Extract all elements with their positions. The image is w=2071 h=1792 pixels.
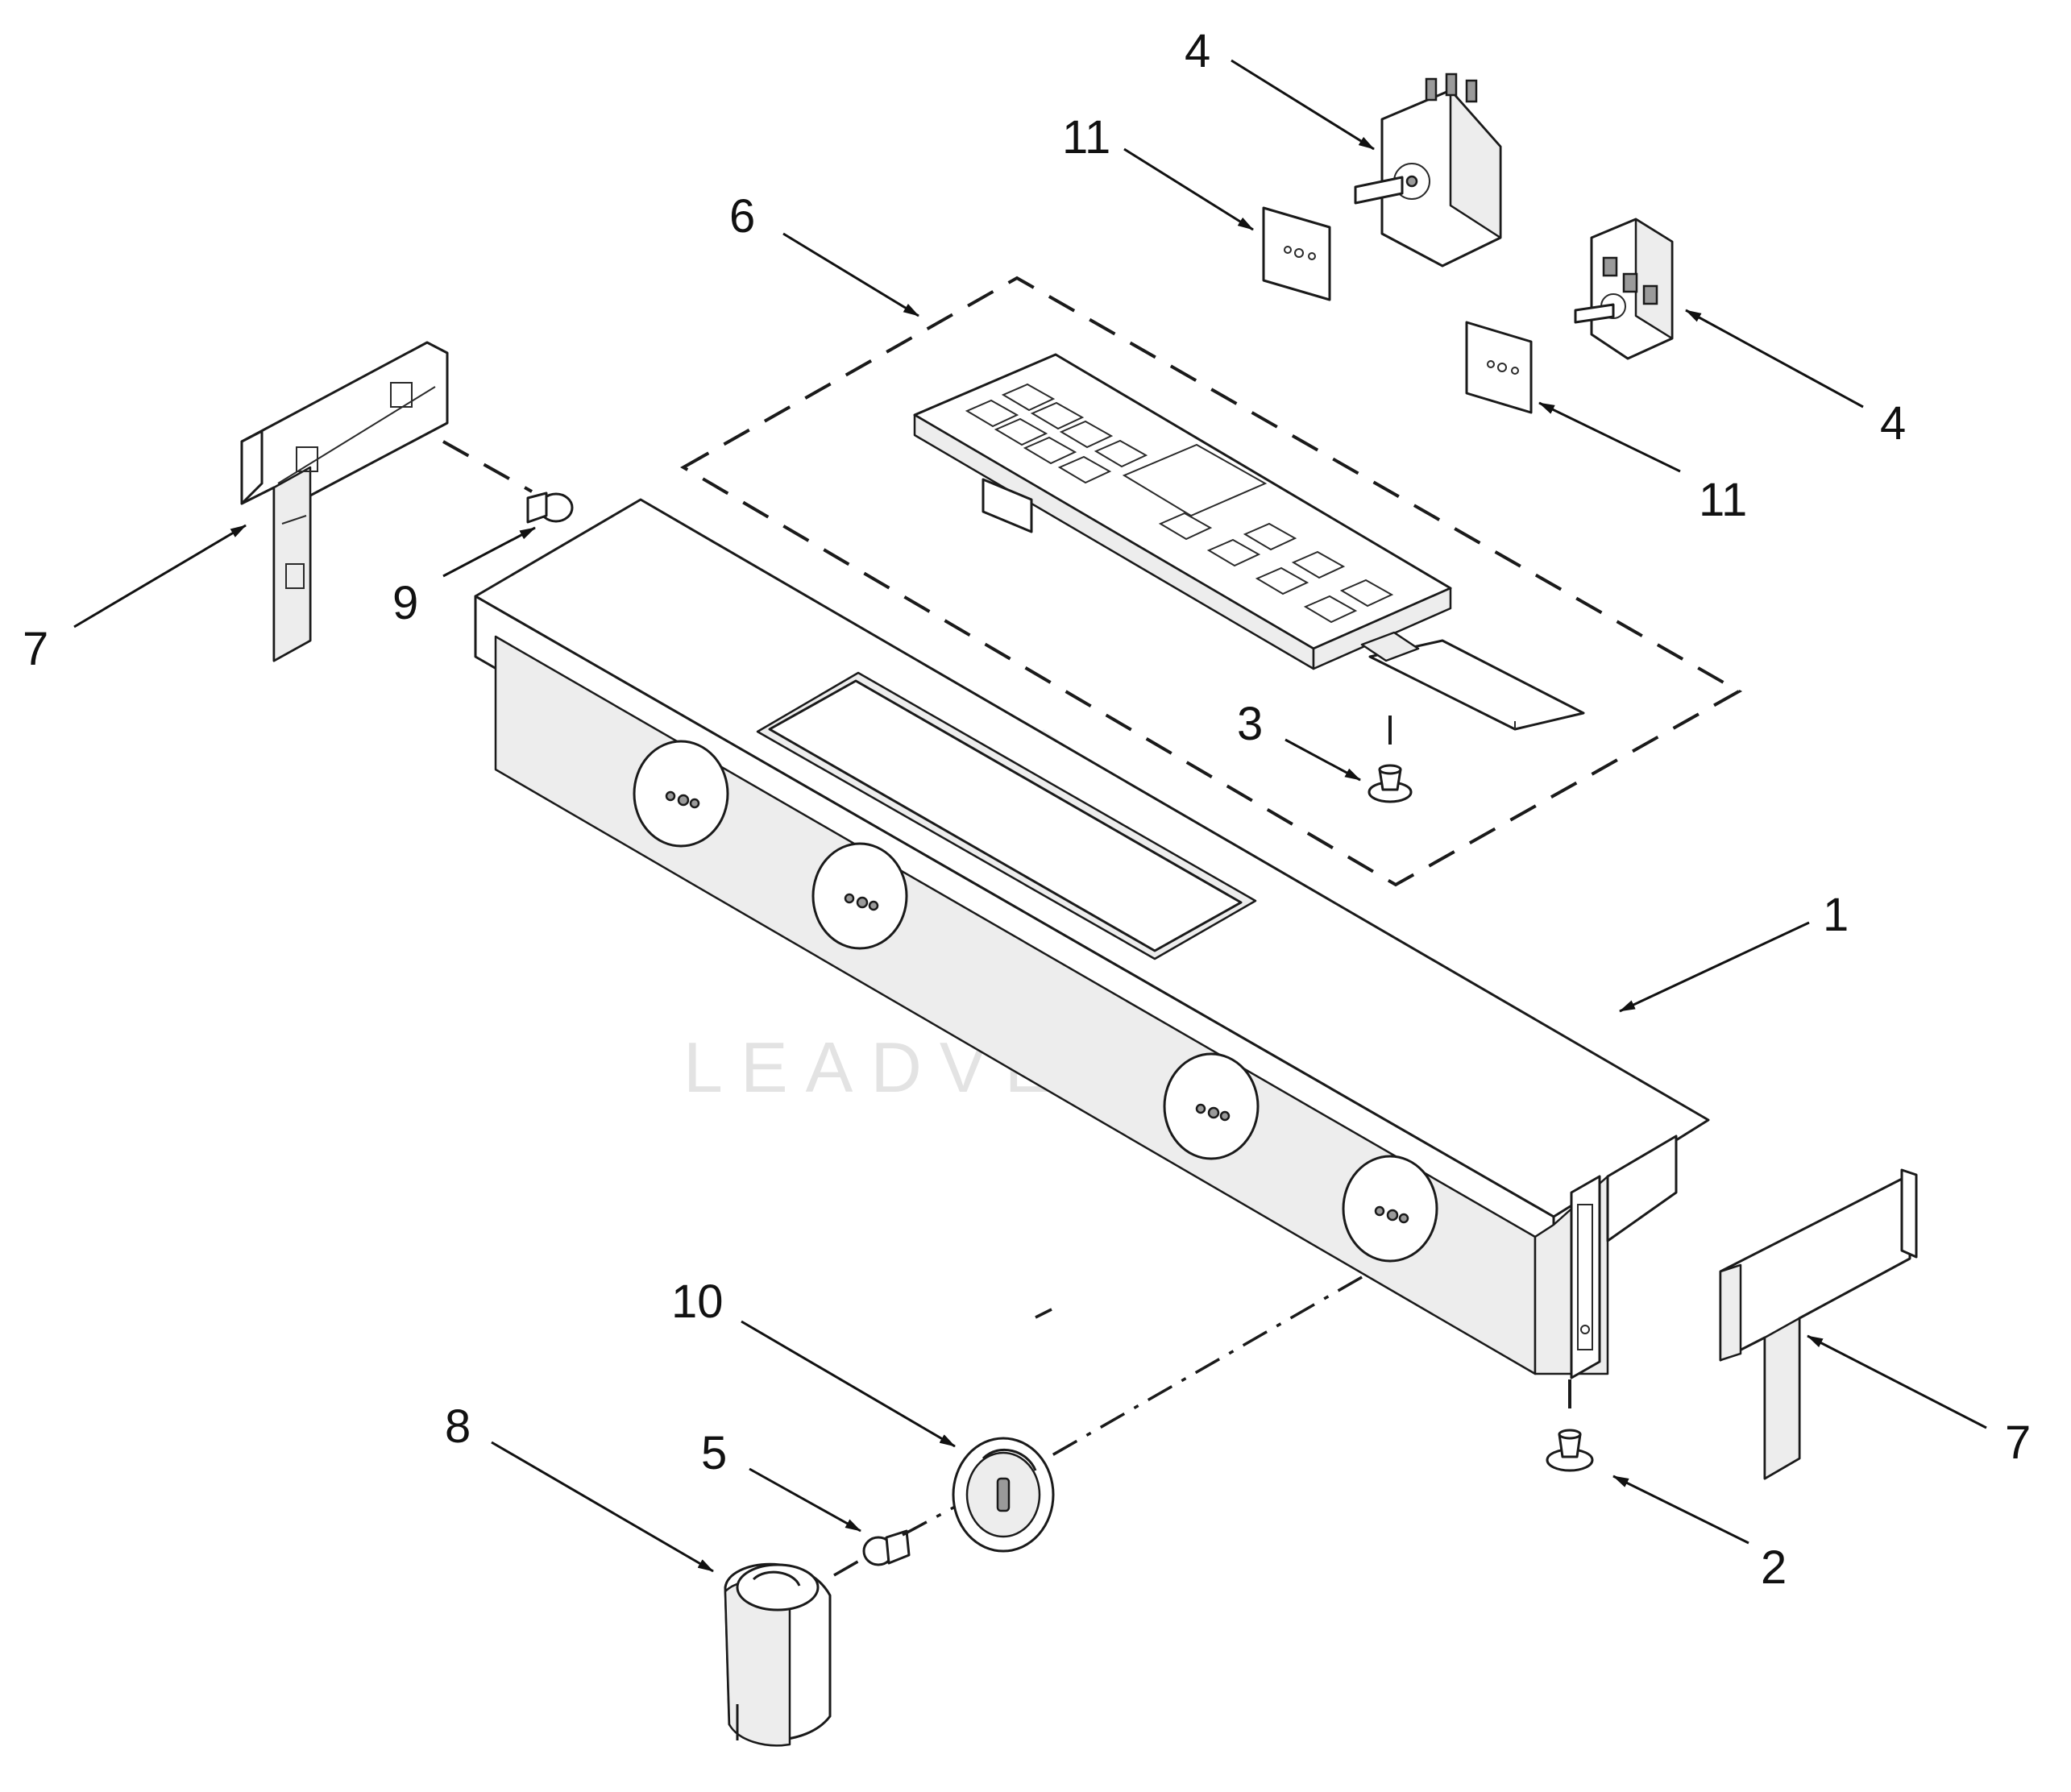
part-1-control-panel [474, 498, 1710, 1379]
callout-4-lower-arrow [1685, 309, 1864, 409]
callout-7-left-label: 7 [23, 623, 48, 675]
callout-1-label: 1 [1823, 889, 1849, 941]
callout-10-label: 10 [671, 1276, 724, 1328]
callout-4-lower-label: 4 [1880, 397, 1906, 450]
part-5-spring-clip [862, 1505, 956, 1566]
callout-8-label: 8 [445, 1400, 471, 1453]
callout-11-upper-arrow [1123, 147, 1254, 231]
callout-1: 1 [1619, 889, 1849, 1013]
part-7-end-cap-left [240, 341, 449, 662]
callout-11-upper-label: 11 [1062, 111, 1110, 164]
callout-4-upper-arrow [1231, 59, 1375, 151]
part-10-bezel [952, 1276, 1363, 1553]
callout-10-arrow [741, 1320, 956, 1448]
callout-1-arrow [1619, 921, 1810, 1013]
callout-7-right-label: 7 [2005, 1417, 2031, 1469]
callout-6-arrow [782, 232, 919, 317]
callout-5-label: 5 [701, 1427, 727, 1479]
callout-3-label: 3 [1237, 698, 1263, 750]
callout-8-arrow [491, 1441, 714, 1573]
callout-5: 5 [701, 1427, 861, 1533]
callout-5-arrow [749, 1467, 861, 1533]
callout-11-lower-label: 11 [1699, 474, 1747, 526]
part-9-screw [442, 440, 574, 524]
part-4-infinite-switch-upper [1354, 73, 1502, 268]
knob-mounting-holes [633, 740, 1438, 1263]
part-6-control-board [679, 276, 1743, 887]
callout-6-label: 6 [729, 190, 755, 243]
part-7-end-cap-right [1719, 1168, 1918, 1480]
callout-6: 6 [729, 190, 919, 317]
callout-10: 10 [671, 1276, 956, 1448]
part-8-knob [724, 1555, 867, 1747]
callout-11-lower: 11 [1538, 401, 1747, 526]
callout-11-lower-arrow [1538, 401, 1681, 473]
end-bracket [1570, 1175, 1601, 1379]
callout-7-left-arrow [73, 524, 247, 628]
callout-9-label: 9 [392, 577, 418, 629]
callout-11-upper: 11 [1062, 111, 1254, 231]
callout-7-left: 7 [23, 524, 247, 675]
part-2-push-pin [1546, 1379, 1594, 1472]
callout-7-right: 7 [1807, 1334, 2031, 1469]
keypad-buttons [965, 383, 1394, 624]
callout-4-lower: 4 [1685, 309, 1906, 450]
callout-9: 9 [392, 526, 536, 629]
part-11-plate-upper [1262, 206, 1331, 301]
callout-2-arrow [1612, 1475, 1749, 1545]
callout-3-arrow [1285, 738, 1361, 782]
callout-8: 8 [445, 1400, 714, 1573]
part-3-push-pin [1368, 716, 1413, 803]
callout-4-upper-label: 4 [1185, 25, 1210, 77]
callout-2-label: 2 [1761, 1541, 1787, 1594]
callout-2: 2 [1612, 1475, 1787, 1594]
part-4-infinite-switch-lower [1574, 218, 1674, 360]
part-11-plate-lower [1465, 321, 1533, 414]
callout-3: 3 [1237, 698, 1361, 782]
callout-4-upper: 4 [1185, 25, 1375, 151]
callout-7-right-arrow [1807, 1334, 1987, 1429]
callout-9-arrow [442, 526, 536, 578]
